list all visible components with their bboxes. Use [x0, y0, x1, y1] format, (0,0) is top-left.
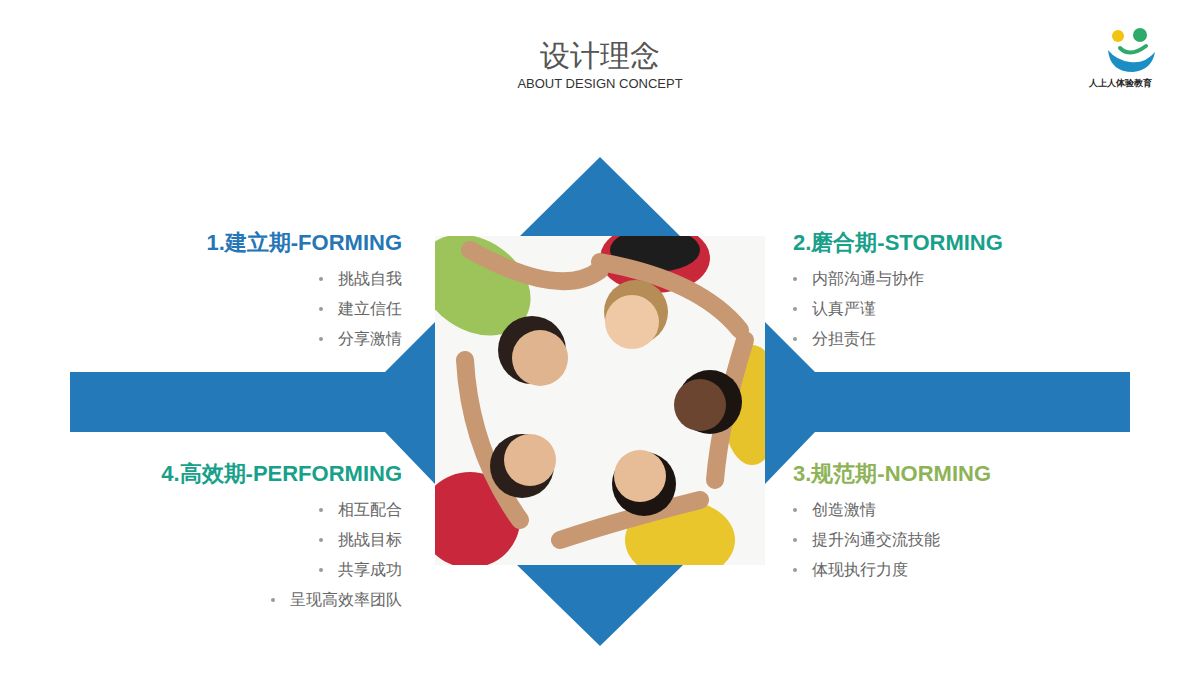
page-title: 设计理念	[0, 38, 1200, 74]
bullet-text: 体现执行力度	[812, 560, 908, 581]
bullet-text: 内部沟通与协作	[812, 269, 924, 290]
stage-block: 3.规范期-NORMING 创造激情提升沟通交流技能体现执行力度	[793, 460, 991, 585]
bullet-dot	[793, 277, 797, 281]
bullet-text: 挑战目标	[338, 530, 402, 551]
logo-text: 人上人体验教育	[1089, 77, 1152, 90]
stage-heading: 2.磨合期-STORMING	[793, 229, 1003, 257]
bullet-dot	[319, 538, 323, 542]
cross-arrows	[70, 157, 1130, 646]
bullet-dot	[793, 307, 797, 311]
bullet-dot	[793, 538, 797, 542]
bullet-dot	[319, 568, 323, 572]
bullet-row: 认真严谨	[793, 294, 1003, 324]
bullet-text: 呈现高效率团队	[290, 590, 402, 611]
bullet-text: 创造激情	[812, 500, 876, 521]
bullet-text: 认真严谨	[812, 299, 876, 320]
stage-block: 2.磨合期-STORMING 内部沟通与协作认真严谨分担责任	[793, 229, 1003, 354]
bullet-dot	[793, 568, 797, 572]
bullet-dot	[793, 337, 797, 341]
stage-block: 4.高效期-PERFORMING 相互配合挑战目标共享成功呈现高效率团队	[161, 460, 402, 615]
bullet-row: 相互配合	[161, 495, 402, 525]
team-photo	[435, 236, 765, 565]
bullet-dot	[319, 337, 323, 341]
bullet-row: 呈现高效率团队	[161, 585, 402, 615]
stage-heading: 3.规范期-NORMING	[793, 460, 991, 488]
bullet-dot	[319, 307, 323, 311]
logo-mark	[1108, 28, 1155, 72]
bullet-text: 挑战自我	[338, 269, 402, 290]
bullet-text: 分担责任	[812, 329, 876, 350]
bullet-row: 体现执行力度	[793, 555, 991, 585]
bullet-dot	[271, 598, 275, 602]
stage-heading: 4.高效期-PERFORMING	[161, 460, 402, 488]
bullet-row: 分担责任	[793, 324, 1003, 354]
bullet-dot	[319, 508, 323, 512]
bullet-row: 提升沟通交流技能	[793, 525, 991, 555]
subtitle: ABOUT DESIGN CONCEPT	[0, 76, 1200, 92]
bullet-row: 挑战目标	[161, 525, 402, 555]
bullet-row: 共享成功	[161, 555, 402, 585]
stage-block: 1.建立期-FORMING 挑战自我建立信任分享激情	[206, 229, 402, 354]
bullet-dot	[793, 508, 797, 512]
bullet-text: 提升沟通交流技能	[812, 530, 940, 551]
stage-heading: 1.建立期-FORMING	[206, 229, 402, 257]
bullet-dot	[319, 277, 323, 281]
bullet-row: 建立信任	[206, 294, 402, 324]
bullet-text: 共享成功	[338, 560, 402, 581]
bullet-row: 创造激情	[793, 495, 991, 525]
bullet-text: 相互配合	[338, 500, 402, 521]
bullet-row: 挑战自我	[206, 264, 402, 294]
bullet-text: 分享激情	[338, 329, 402, 350]
bullet-row: 内部沟通与协作	[793, 264, 1003, 294]
bullet-row: 分享激情	[206, 324, 402, 354]
bullet-text: 建立信任	[338, 299, 402, 320]
